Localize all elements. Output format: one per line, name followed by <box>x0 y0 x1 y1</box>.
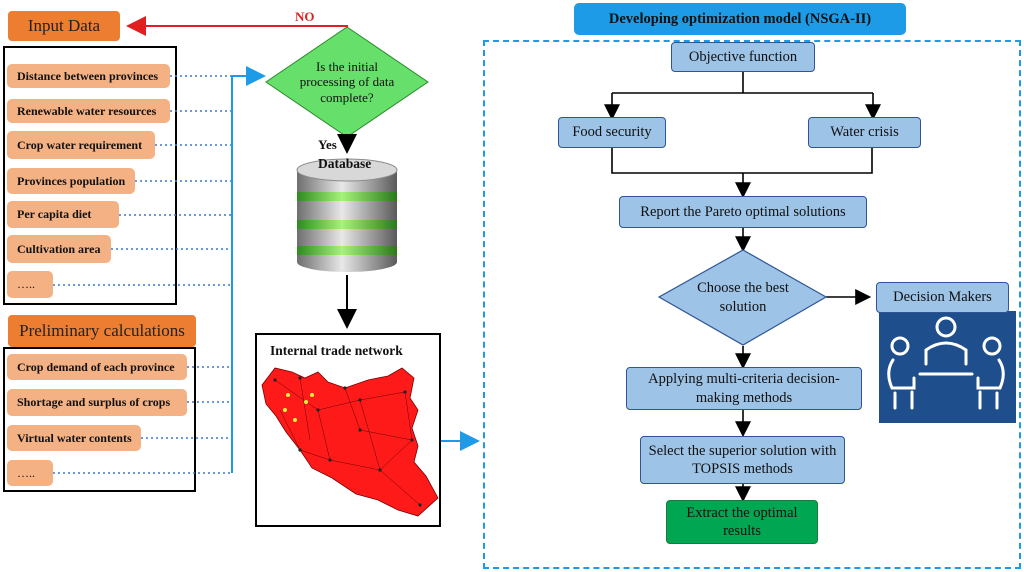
decision-text: Is the initial processing of data comple… <box>299 58 395 105</box>
no-arrow <box>126 16 348 36</box>
decision-makers-icon <box>879 311 1016 423</box>
input-data-frame <box>3 46 177 305</box>
water-crisis-box: Water crisis <box>808 117 921 148</box>
network-frame <box>255 333 441 527</box>
topsis-box: Select the superior solution with TOPSIS… <box>640 436 845 484</box>
database-label: Database <box>318 156 372 171</box>
input-data-title-text: Input Data <box>27 16 101 35</box>
database-icon <box>296 158 398 272</box>
model-frame <box>483 40 1021 569</box>
prelim-item-more: ….. <box>7 460 53 486</box>
pareto-box: Report the Pareto optimal solutions <box>619 196 867 228</box>
input-item-distance: Distance between provinces <box>7 64 170 88</box>
prelim-item-shortage: Shortage and surplus of crops <box>7 389 187 416</box>
input-item-population: Provinces population <box>7 168 135 194</box>
preliminary-title-text: Preliminary calculations <box>19 321 185 340</box>
prelim-item-virtual-water: Virtual water contents <box>7 425 141 451</box>
network-title: Internal trade network <box>270 343 403 358</box>
choose-diamond <box>657 249 828 346</box>
choose-text: Choose the best solution <box>697 280 789 315</box>
yes-label: Yes <box>318 137 337 152</box>
food-security-box: Food security <box>558 117 666 148</box>
mcdm-box: Applying multi-criteria decision-making … <box>626 367 862 410</box>
decision-makers-box: Decision Makers <box>876 282 1009 313</box>
input-item-cultivation: Cultivation area <box>7 235 111 263</box>
input-item-diet: Per capita diet <box>7 201 119 228</box>
input-dotted-lines <box>53 75 232 474</box>
map-icon <box>261 367 439 517</box>
model-title-text: Developing optimization model (NSGA-II) <box>608 10 872 27</box>
objective-box: Objective function <box>671 42 815 72</box>
input-item-more: ….. <box>7 271 53 298</box>
collector-arrow <box>231 66 266 473</box>
input-item-water-resources: Renewable water resources <box>7 99 170 123</box>
model-title: Developing optimization model (NSGA-II) <box>574 3 906 35</box>
no-label: NO <box>295 9 315 24</box>
extract-box: Extract the optimal results <box>666 500 818 544</box>
input-data-title: Input Data <box>8 11 120 41</box>
prelim-item-demand: Crop demand of each province <box>7 354 187 380</box>
preliminary-frame <box>3 347 196 492</box>
preliminary-title: Preliminary calculations <box>8 315 196 347</box>
input-item-crop-water: Crop water requirement <box>7 131 155 159</box>
